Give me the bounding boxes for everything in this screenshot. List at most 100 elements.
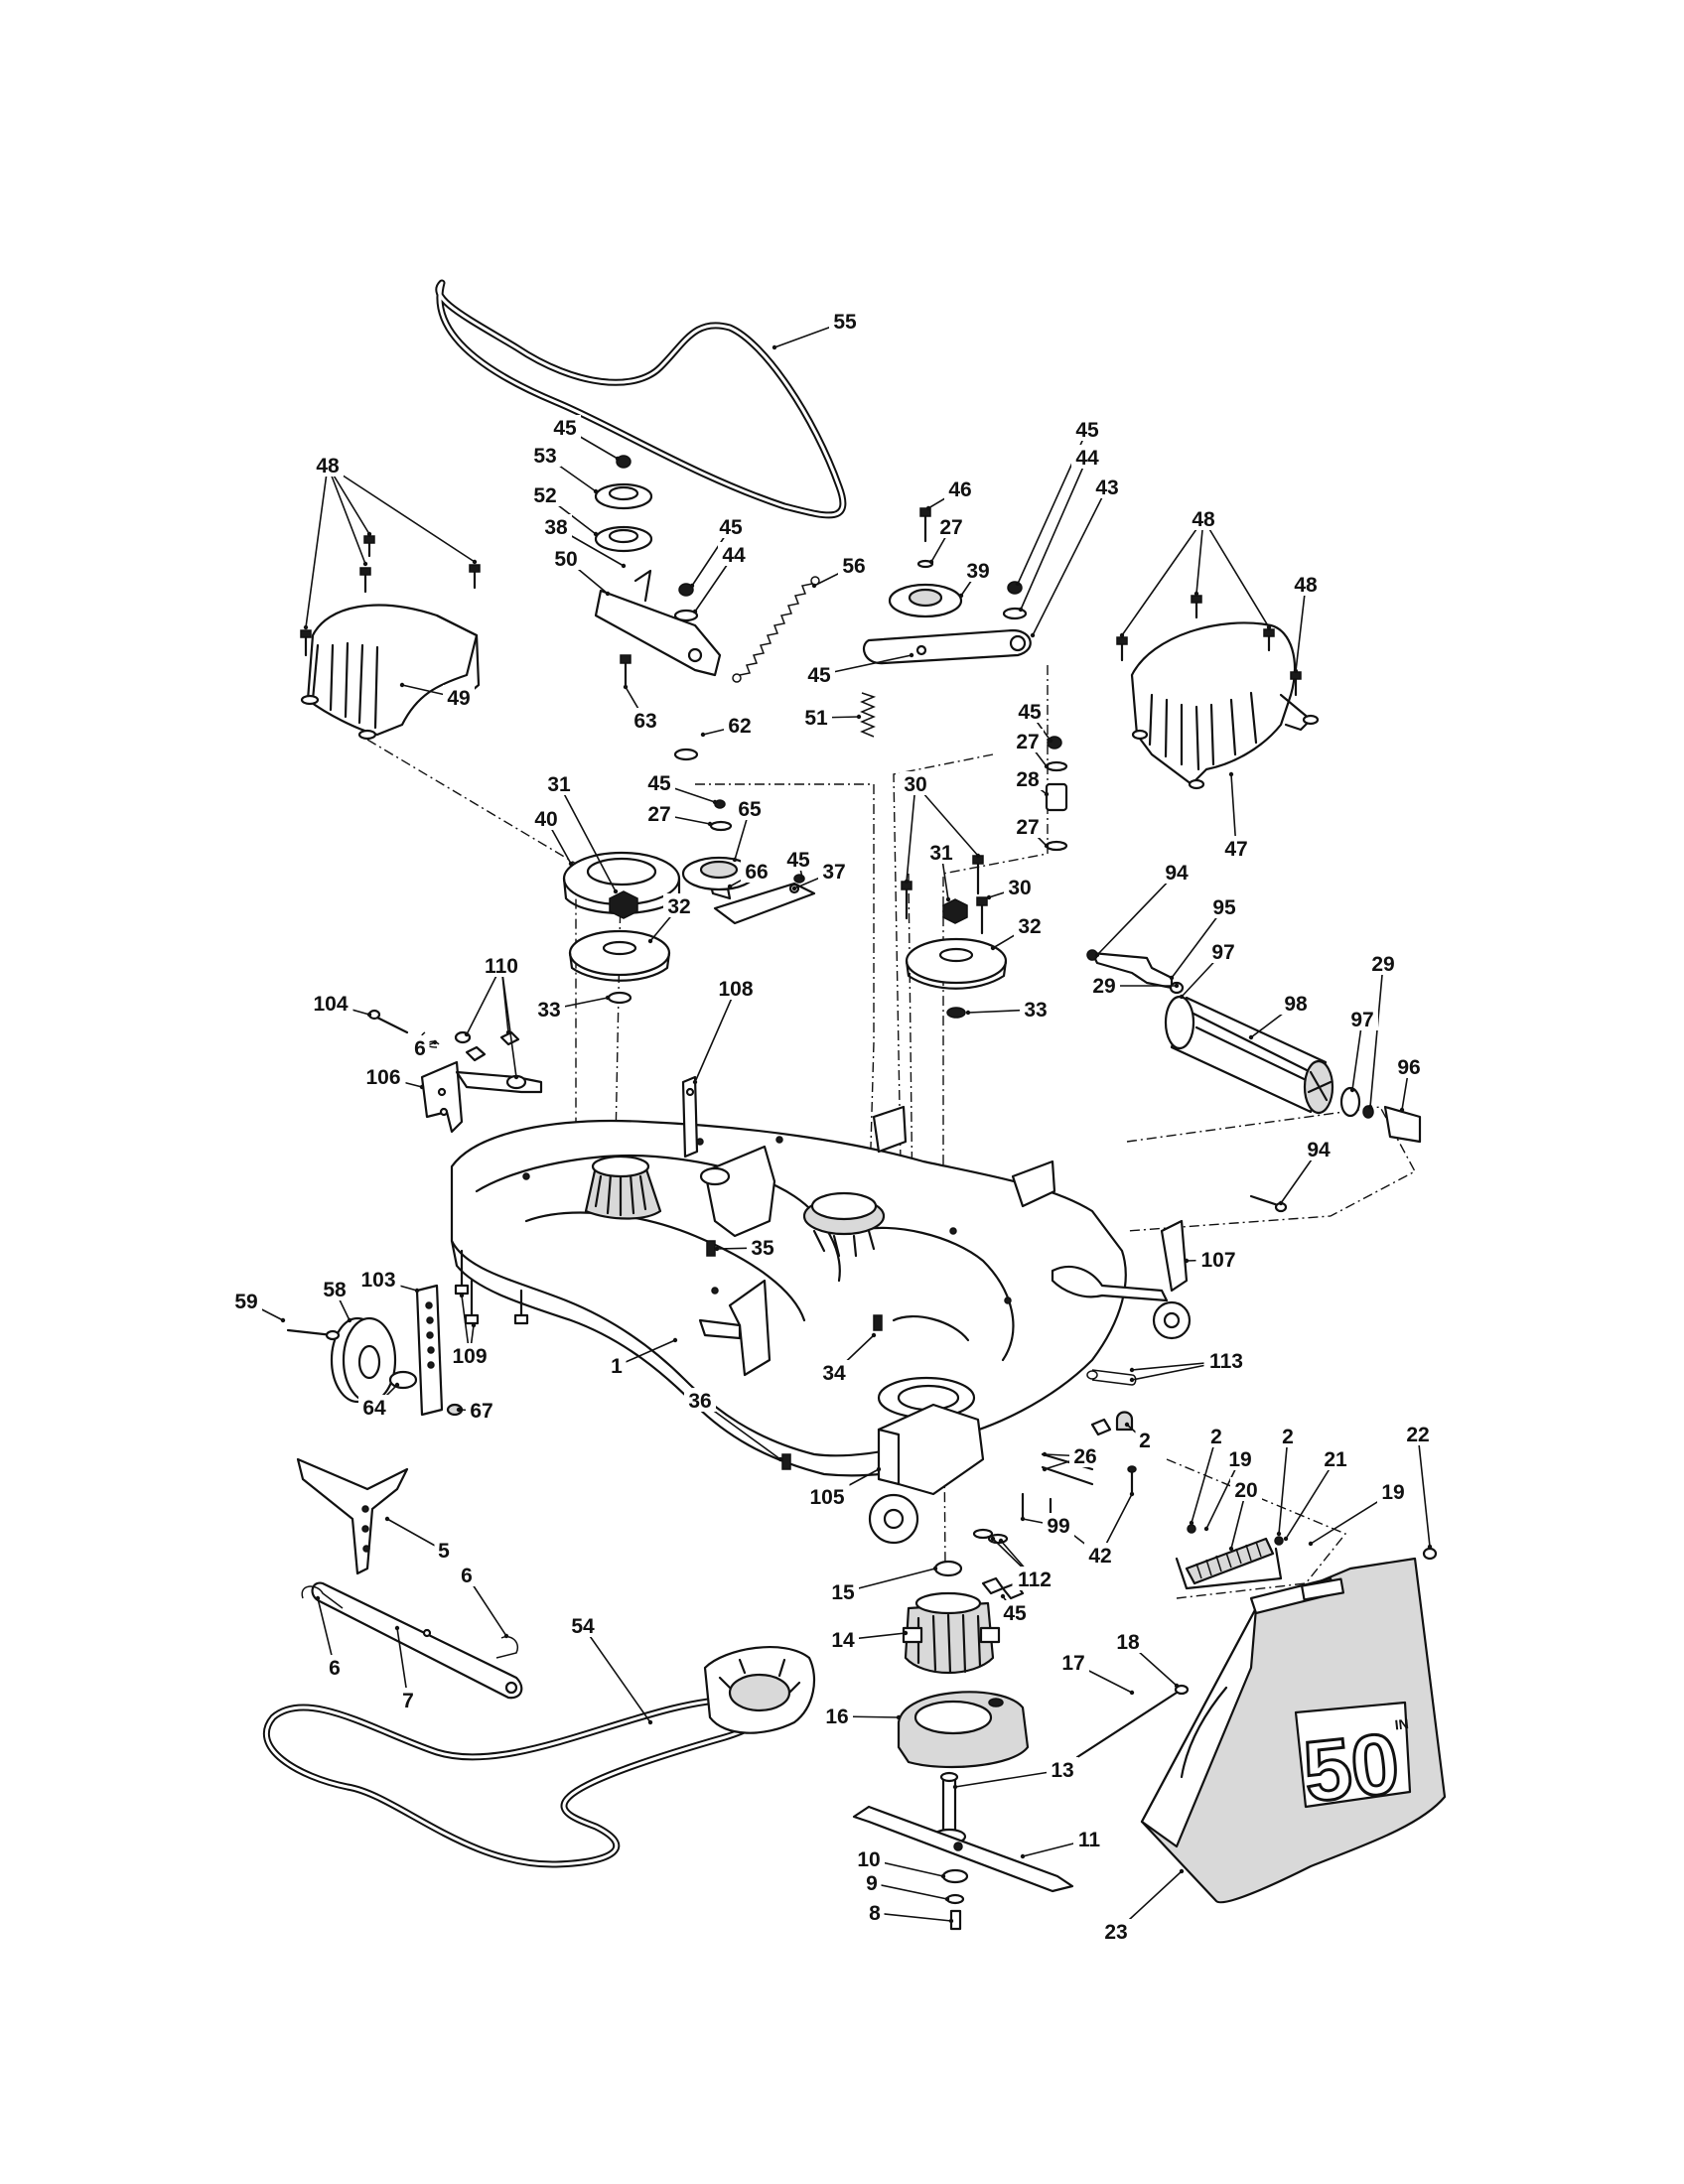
callout-background (1220, 836, 1252, 860)
leader-arrowhead (1044, 843, 1050, 849)
callout-background (447, 1343, 492, 1367)
callout-background (782, 847, 814, 871)
leader-arrowhead (1203, 1526, 1209, 1532)
leader-arrowhead (1042, 1451, 1048, 1457)
bracket-left-center (698, 1279, 772, 1377)
leader-arrowhead (568, 861, 574, 867)
leader-arrowhead (1193, 591, 1199, 597)
leader-arrowhead (1228, 1546, 1234, 1552)
leader-arrowhead (503, 1633, 509, 1639)
leader-arrowhead (712, 799, 718, 805)
bolt-94-lower (1249, 1194, 1288, 1213)
leader-arrowhead (700, 732, 706, 738)
callout-background (734, 796, 766, 820)
leader-arrowhead (1266, 624, 1272, 630)
leader-arrowhead (871, 1332, 877, 1338)
bolts-109 (454, 1249, 529, 1325)
callout-background (1012, 1567, 1057, 1590)
leader-arrowhead (986, 894, 992, 900)
callout-background (530, 806, 562, 830)
callout-background (308, 991, 353, 1015)
leader-line (1285, 1458, 1336, 1540)
leader-line (1191, 1435, 1217, 1524)
leader-arrowhead (727, 884, 733, 889)
callout-background (1004, 875, 1036, 898)
callout-background (1320, 1446, 1351, 1470)
leader-arrowhead (1189, 1520, 1194, 1526)
callout-background (1020, 997, 1052, 1021)
callout-label: 48 (316, 455, 340, 478)
spindle-assembly (706, 1240, 1284, 1931)
callout-background (821, 1704, 853, 1727)
leader-arrowhead (1179, 1868, 1185, 1874)
callout-label: 27 (939, 516, 962, 539)
bracket-106 (420, 1060, 543, 1134)
leader-arrowhead (303, 624, 309, 630)
callout-background (818, 859, 850, 883)
callout-background (1012, 814, 1044, 838)
belt-shield-right-47 (1130, 621, 1320, 790)
callout-label: 27 (647, 803, 670, 826)
callout-label: 97 (1350, 1009, 1373, 1031)
idler-bracket-37 (713, 882, 816, 925)
leader-arrowhead (1000, 1593, 1006, 1599)
callout-label: 38 (544, 516, 568, 539)
lift-link-7 (311, 1581, 523, 1700)
leader-arrowhead (1044, 763, 1050, 769)
callout-background (410, 1035, 430, 1059)
mower-deck-1 (450, 1119, 1127, 1477)
leader-arrowhead (1293, 668, 1299, 674)
callout-label: 8 (869, 1902, 881, 1925)
callout-label: 104 (313, 993, 348, 1016)
callout-label: 40 (534, 808, 557, 831)
leader-arrowhead (513, 1074, 519, 1080)
callout-background (607, 1353, 627, 1377)
leader-line (305, 465, 329, 628)
leader-line (558, 783, 617, 892)
callout-background (358, 1395, 390, 1419)
leader-arrowhead (1283, 1536, 1289, 1542)
bracket-105 (868, 1403, 985, 1545)
callout-background (457, 1563, 477, 1586)
callout-label: 45 (786, 849, 810, 872)
callout-label: 99 (1047, 1515, 1069, 1538)
callout-label: 113 (1209, 1350, 1243, 1373)
callout-background (829, 309, 861, 333)
leader-line (1202, 518, 1270, 628)
callout-label: 31 (547, 773, 571, 796)
leader-arrowhead (811, 583, 817, 589)
callout-label: 112 (1018, 1569, 1052, 1591)
leader-line (1195, 518, 1204, 595)
callout-label: 45 (1003, 1602, 1027, 1625)
leader-arrowhead (1119, 632, 1125, 638)
leader-line (906, 783, 916, 883)
callout-background (1161, 860, 1193, 884)
leader-arrowhead (1276, 1531, 1282, 1537)
leader-arrowhead (990, 1536, 996, 1542)
leader-arrowhead (1349, 1087, 1355, 1093)
callout-background (360, 1064, 406, 1088)
callout-background (747, 1235, 778, 1259)
callout-label: 30 (1008, 877, 1031, 899)
callout-label: 21 (1324, 1448, 1347, 1471)
leader-arrowhead (366, 1012, 372, 1018)
discharge-chute-23 (1140, 1557, 1447, 1904)
callout-label: 2 (1210, 1426, 1222, 1448)
callout-label: 29 (1092, 975, 1115, 998)
callout-label: 44 (722, 544, 746, 567)
callout-background (724, 713, 756, 737)
callout-background (1043, 1513, 1074, 1537)
callout-background (827, 1627, 859, 1651)
callout-background (944, 477, 976, 500)
callout-label: 22 (1406, 1424, 1429, 1446)
callout-background (862, 1870, 882, 1894)
callout-background (312, 453, 344, 477)
callout-background (838, 553, 870, 577)
callout-label: 18 (1116, 1631, 1140, 1654)
leader-arrowhead (593, 488, 599, 494)
callout-label: 33 (1024, 999, 1047, 1022)
leader-line (1096, 872, 1178, 956)
callout-label: 23 (1104, 1921, 1127, 1944)
chute-logo-box (1294, 1701, 1412, 1809)
leader-arrowhead (714, 1246, 720, 1252)
